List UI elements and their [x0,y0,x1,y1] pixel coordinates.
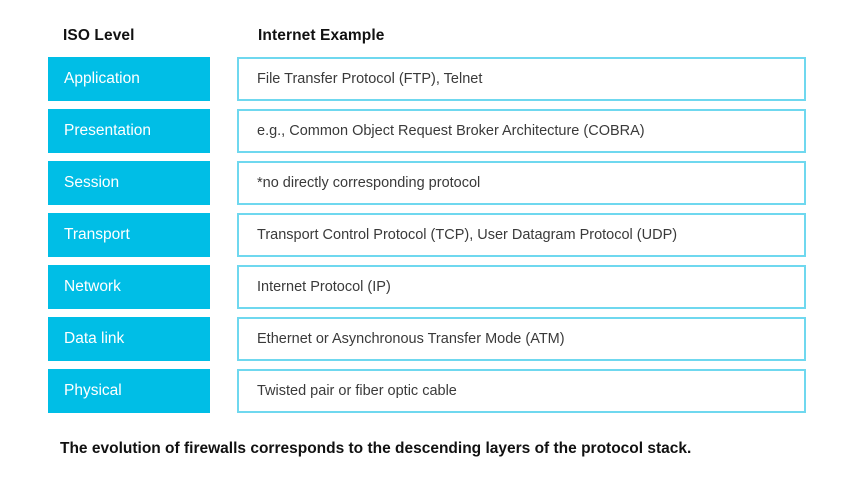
table-row: Network Internet Protocol (IP) [0,265,868,309]
table-row: Data link Ethernet or Asynchronous Trans… [0,317,868,361]
example-box-application: File Transfer Protocol (FTP), Telnet [237,57,806,101]
example-box-label: Internet Protocol (IP) [257,278,391,295]
level-chip-label: Data link [64,330,125,348]
level-chip-label: Session [64,174,120,192]
level-chip-label: Physical [64,382,122,400]
level-chip-session: Session [48,161,210,205]
level-chip-data-link: Data link [48,317,210,361]
level-chip-presentation: Presentation [48,109,210,153]
table-row: Application File Transfer Protocol (FTP)… [0,57,868,101]
level-chip-label: Transport [64,226,130,244]
column-header-internet-example: Internet Example [258,27,385,44]
level-chip-network: Network [48,265,210,309]
example-box-label: Ethernet or Asynchronous Transfer Mode (… [257,330,565,347]
level-chip-application: Application [48,57,210,101]
example-box-data-link: Ethernet or Asynchronous Transfer Mode (… [237,317,806,361]
table-row: Physical Twisted pair or fiber optic cab… [0,369,868,413]
example-box-presentation: e.g., Common Object Request Broker Archi… [237,109,806,153]
example-box-session: *no directly corresponding protocol [237,161,806,205]
column-headers: ISO Level Internet Example [0,27,868,51]
level-chip-transport: Transport [48,213,210,257]
example-box-physical: Twisted pair or fiber optic cable [237,369,806,413]
level-chip-label: Network [64,278,121,296]
example-box-label: Transport Control Protocol (TCP), User D… [257,226,678,243]
table-row: Session *no directly corresponding proto… [0,161,868,205]
figure-caption: The evolution of firewalls corresponds t… [60,440,692,457]
level-chip-label: Presentation [64,122,152,140]
example-box-label: Twisted pair or fiber optic cable [257,382,457,399]
table-row: Presentation e.g., Common Object Request… [0,109,868,153]
example-box-transport: Transport Control Protocol (TCP), User D… [237,213,806,257]
example-box-label: *no directly corresponding protocol [257,174,481,191]
column-header-iso-level: ISO Level [63,27,135,44]
table-row: Transport Transport Control Protocol (TC… [0,213,868,257]
layer-rows: Application File Transfer Protocol (FTP)… [0,57,868,413]
example-box-network: Internet Protocol (IP) [237,265,806,309]
example-box-label: e.g., Common Object Request Broker Archi… [257,122,645,139]
example-box-label: File Transfer Protocol (FTP), Telnet [257,70,483,87]
level-chip-label: Application [64,70,140,88]
level-chip-physical: Physical [48,369,210,413]
